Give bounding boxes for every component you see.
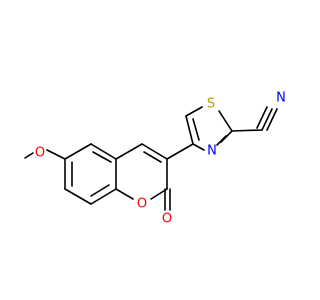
thiazole-nitrogen-label: N (207, 144, 217, 159)
ring-oxygen-label: O (137, 197, 147, 212)
bond-lines (24, 106, 278, 211)
molecule-diagram: O O O S N N (24, 90, 286, 227)
nitrile-nitrogen-label: N (276, 91, 286, 106)
sulfur-label: S (207, 97, 215, 112)
methoxy-oxygen-label: O (35, 146, 45, 161)
structure-drawing: O O O S N N (24, 91, 286, 227)
carbonyl-oxygen-label: O (162, 212, 172, 227)
